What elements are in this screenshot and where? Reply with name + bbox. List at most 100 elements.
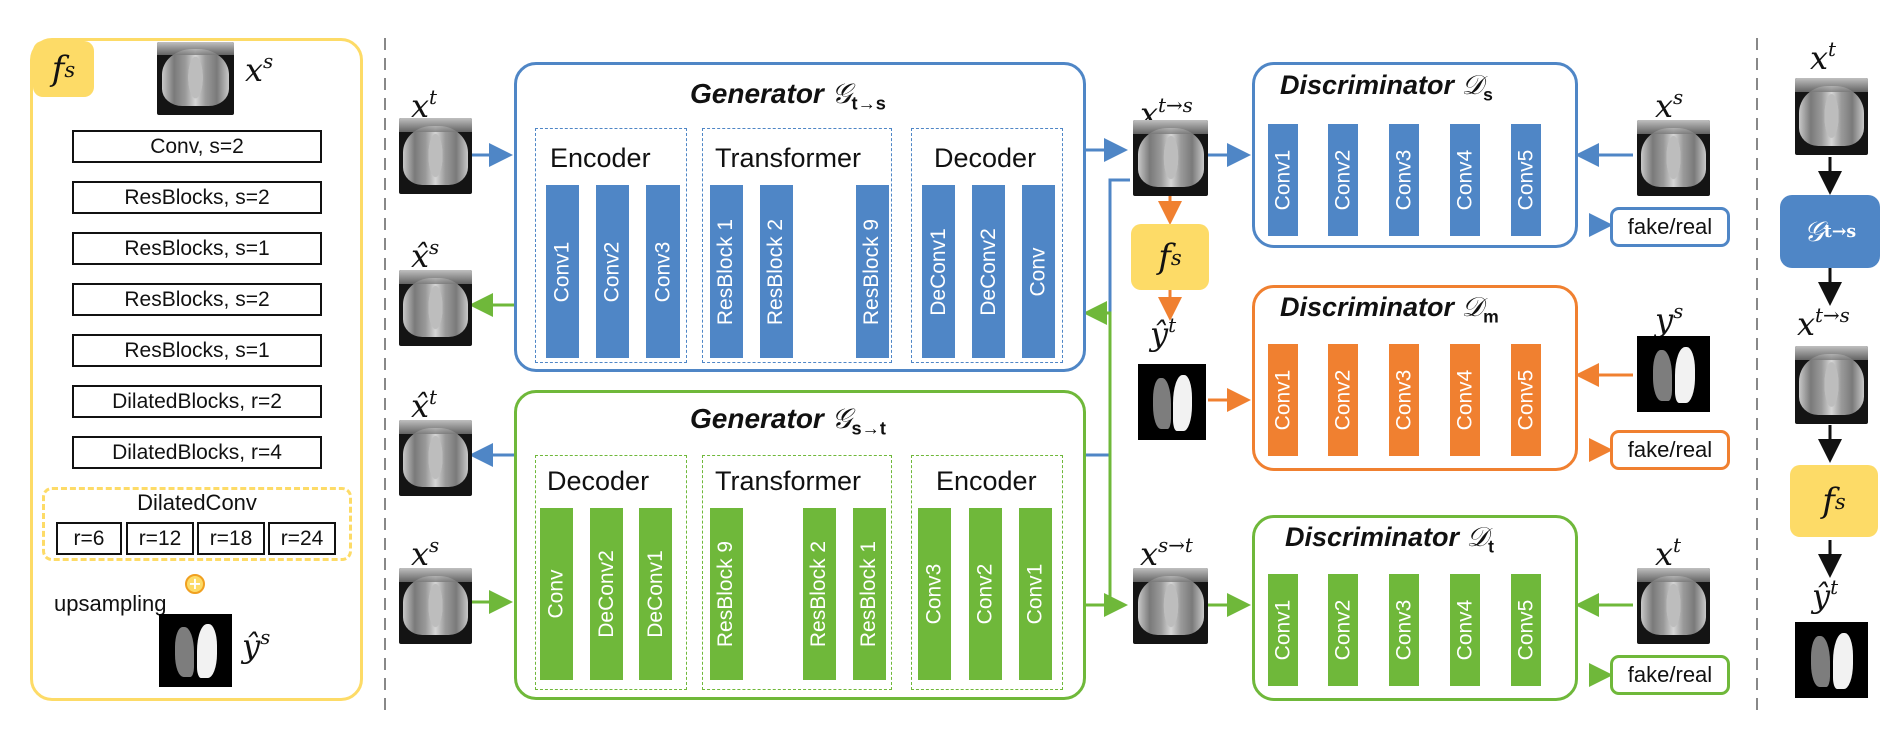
label-yt-hat: ŷt [1150, 314, 1177, 353]
gst-block-1: Conv [540, 508, 573, 680]
dilated-rate-2: r=12 [126, 522, 194, 555]
gst-block-7: Conv3 [918, 508, 951, 680]
gts-block-6: ResBlock 9 [856, 185, 889, 358]
label-ds-xs: xs [1655, 86, 1684, 125]
label-xs: xs [411, 534, 440, 573]
gts-transformer-group [702, 128, 892, 363]
dilated-rate-3: r=18 [197, 522, 265, 555]
ds-block-2: Conv2 [1328, 124, 1358, 236]
dilated-conv-title: DilatedConv [137, 490, 257, 515]
gts-block-9: Conv [1022, 185, 1055, 358]
label-dt-xt: xt [1655, 534, 1682, 573]
fs-layer-1: Conv, s=2 [72, 130, 322, 163]
xray-xst [1133, 568, 1208, 644]
dm-block-2: Conv2 [1328, 344, 1358, 456]
label-dm-ys: ys [1655, 300, 1684, 339]
gst-block-2: DeConv2 [590, 508, 623, 680]
dm-block-4: Conv4 [1450, 344, 1480, 456]
gts-block-4: ResBlock 1 [710, 185, 743, 358]
dt-block-4: Conv4 [1450, 574, 1480, 686]
upsampling-label: upsampling [54, 591, 167, 616]
ds-block-3: Conv3 [1389, 124, 1419, 236]
dt-block-2: Conv2 [1328, 574, 1358, 686]
label-xst: xs→t [1140, 534, 1193, 573]
gst-decoder-label: Decoder [547, 466, 650, 496]
dt-block-5: Conv5 [1511, 574, 1541, 686]
pipeline-in-label: xt [1810, 38, 1837, 77]
xray-xs-hat [399, 270, 472, 346]
gts-block-3: Conv3 [646, 185, 680, 358]
gts-decoder-group [911, 128, 1063, 363]
xray-xts [1133, 120, 1208, 196]
ds-block-4: Conv4 [1450, 124, 1480, 236]
ds-output: fake/real [1610, 207, 1730, 247]
fs-layer-3: ResBlocks, s=1 [72, 232, 322, 265]
xray-dt-xt [1637, 568, 1710, 644]
gst-block-9: Conv1 [1019, 508, 1052, 680]
dm-output: fake/real [1610, 430, 1730, 470]
dm-block-5: Conv5 [1511, 344, 1541, 456]
gst-block-5: ResBlock 2 [803, 508, 836, 680]
discriminator-m-title: Discriminator 𝒟m [1280, 292, 1499, 327]
fs-input-label: xs [245, 50, 274, 89]
gts-block-8: DeConv2 [972, 185, 1005, 358]
fs-output-label: ŷs [242, 626, 271, 665]
dt-block-3: Conv3 [1389, 574, 1419, 686]
pipeline-out-label: ŷt [1812, 576, 1839, 615]
label-xs-hat: x̂s [411, 236, 440, 275]
gst-encoder-label: Encoder [936, 466, 1037, 496]
generator-s-to-t-title: Generator 𝒢s→t [690, 402, 886, 439]
dm-block-3: Conv3 [1389, 344, 1419, 456]
sum-node: + [185, 574, 205, 594]
gts-transformer-label: Transformer [715, 143, 862, 173]
dilated-conv-group [42, 487, 352, 561]
xray-xt [399, 118, 472, 194]
gst-block-4: ResBlock 9 [710, 508, 743, 680]
dilated-rate-4: r=24 [268, 522, 336, 555]
discriminator-t-title: Discriminator 𝒟t [1285, 522, 1494, 557]
gts-encoder-group [535, 128, 687, 363]
xray-ds-xs [1637, 120, 1710, 196]
gts-block-5: ResBlock 2 [760, 185, 793, 358]
pipeline-mid-xray [1795, 346, 1868, 424]
label-xt-hat: x̂t [411, 386, 438, 425]
gts-block-1: Conv1 [546, 185, 579, 358]
gts-decoder-label: Decoder [934, 143, 1037, 173]
gst-block-3: DeConv1 [639, 508, 672, 680]
gst-decoder-group [535, 455, 687, 690]
pipeline-out-mask [1795, 622, 1868, 698]
mask-yt-hat [1138, 364, 1206, 440]
fs-layer-2: ResBlocks, s=2 [72, 181, 322, 214]
ds-block-5: Conv5 [1511, 124, 1541, 236]
dt-block-1: Conv1 [1268, 574, 1298, 686]
fs-layer-7: DilatedBlocks, r=4 [72, 436, 322, 469]
fs-input-xray [157, 42, 234, 115]
gst-transformer-group [702, 455, 892, 690]
fs-layer-5: ResBlocks, s=1 [72, 334, 322, 367]
gst-block-6: ResBlock 1 [853, 508, 886, 680]
xray-xs [399, 568, 472, 644]
generator-t-to-s-title: Generator 𝒢t→s [690, 77, 886, 114]
gts-encoder-label: Encoder [550, 143, 651, 173]
dm-block-1: Conv1 [1268, 344, 1298, 456]
dilated-rate-1: r=6 [56, 522, 122, 555]
ds-block-1: Conv1 [1268, 124, 1298, 236]
gst-block-8: Conv2 [969, 508, 1002, 680]
label-xt: xt [411, 86, 438, 125]
discriminator-s-title: Discriminator 𝒟s [1280, 70, 1493, 105]
fs-output-mask [159, 614, 232, 687]
dt-output: fake/real [1610, 655, 1730, 695]
gst-transformer-label: Transformer [715, 466, 862, 496]
pipeline-in-xray [1795, 78, 1868, 155]
fs-layer-4: ResBlocks, s=2 [72, 283, 322, 316]
gst-encoder-group [911, 455, 1063, 690]
pipeline-mid-label: xt→s [1797, 304, 1850, 343]
mask-dm-ys [1637, 336, 1710, 412]
fs-layer-6: DilatedBlocks, r=2 [72, 385, 322, 418]
gts-block-7: DeConv1 [922, 185, 955, 358]
xray-xt-hat [399, 420, 472, 496]
